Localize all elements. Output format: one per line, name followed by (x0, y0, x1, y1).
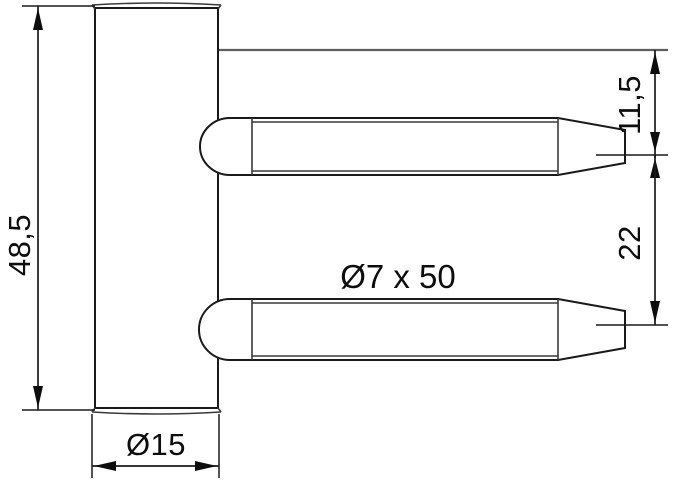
dimension-plate-width: Ø15 (91, 414, 220, 478)
annotation-pin-spec: Ø7 x 50 (340, 258, 456, 295)
dimension-pin-spacing: 22 (596, 155, 668, 326)
dimension-value-pin-spacing: 22 (612, 225, 647, 260)
dimension-overall-height: 48,5 (2, 5, 95, 411)
hinge-plate (91, 2, 222, 415)
dimension-value-overall-height: 48,5 (2, 214, 37, 276)
dimension-value-plate-width: Ø15 (126, 427, 186, 462)
upper-pin (199, 117, 626, 176)
annotation-pin-spec-text: Ø7 x 50 (340, 258, 456, 295)
dimension-value-upper-pin-offset: 11,5 (612, 75, 647, 135)
dimension-upper-pin-offset: 11,5 (596, 50, 668, 178)
lower-pin (198, 298, 626, 361)
